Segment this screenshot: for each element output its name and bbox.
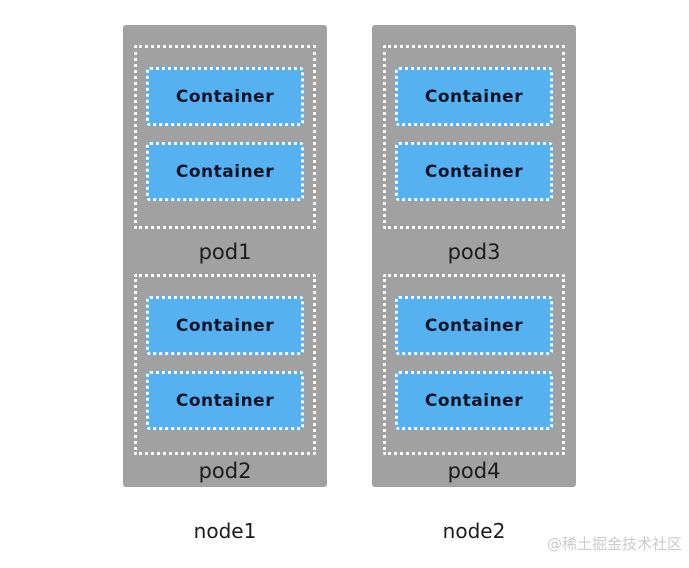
container-box: Container [146, 67, 304, 126]
container-label: Container [175, 86, 275, 107]
container-label: Container [424, 86, 524, 107]
container-label: Container [175, 315, 275, 336]
pod-label-pod2: pod2 [198, 459, 252, 483]
node-box-2: Container Container pod3 Container Conta… [372, 25, 576, 487]
container-label: Container [424, 315, 524, 336]
pod-label-pod4: pod4 [447, 459, 501, 483]
pod-box-4: Container Container [383, 274, 565, 455]
pod-label-pod3: pod3 [447, 239, 501, 264]
container-label: Container [424, 390, 524, 411]
container-box: Container [146, 296, 304, 355]
container-box: Container [395, 67, 553, 126]
container-label: Container [424, 161, 524, 182]
node-label-node1: node1 [193, 519, 257, 543]
container-label: Container [175, 390, 275, 411]
pod-box-2: Container Container [134, 274, 316, 455]
container-box: Container [395, 296, 553, 355]
node-label-node2: node2 [442, 519, 506, 543]
pod-box-1: Container Container [134, 45, 316, 229]
container-label: Container [175, 161, 275, 182]
node-labels-row: node1 node2 [123, 510, 576, 552]
pod-label-pod1: pod1 [198, 239, 252, 264]
container-box: Container [146, 371, 304, 430]
container-box: Container [395, 371, 553, 430]
nodes-row: Container Container pod1 Container Conta… [123, 25, 576, 487]
watermark-text: @稀土掘金技术社区 [546, 535, 682, 553]
container-box: Container [146, 142, 304, 201]
pod-box-3: Container Container [383, 45, 565, 229]
container-box: Container [395, 142, 553, 201]
node-box-1: Container Container pod1 Container Conta… [123, 25, 327, 487]
